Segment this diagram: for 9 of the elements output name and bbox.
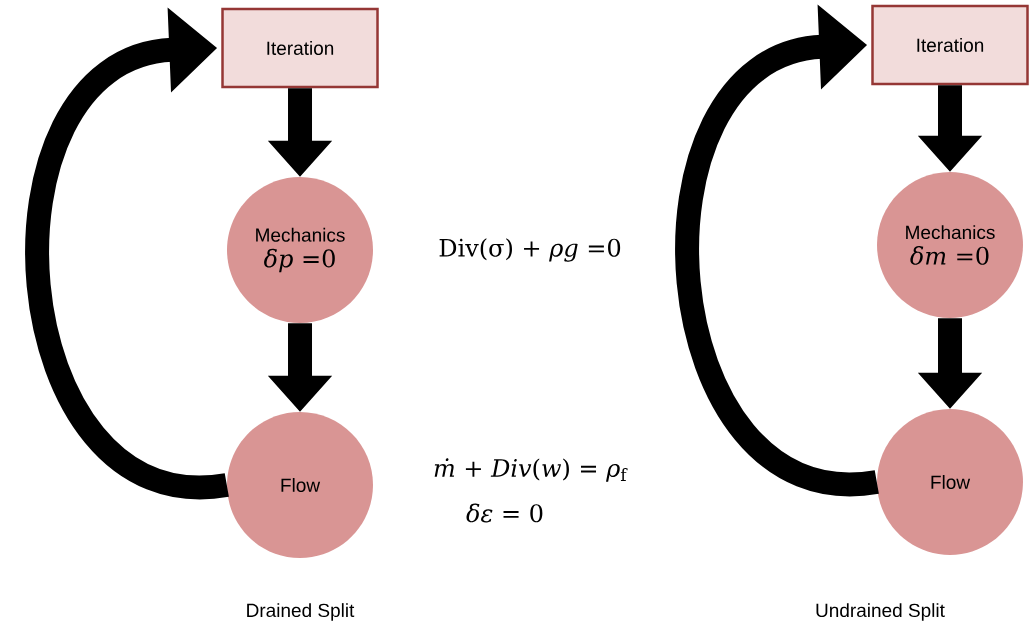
curved-arrow xyxy=(675,4,877,494)
equation: δε = 0 xyxy=(466,503,543,523)
equation: Div(σ) + ρg =0 xyxy=(439,238,621,262)
caption: Drained Split xyxy=(247,603,355,621)
curved-arrow xyxy=(25,7,227,497)
process-box: Iteration xyxy=(871,4,1029,86)
caption: Undrained Split xyxy=(816,603,945,621)
process-box: Iteration xyxy=(221,7,379,89)
equation: ṁ + Div(w) = ρ$_{f}$ xyxy=(434,458,628,482)
